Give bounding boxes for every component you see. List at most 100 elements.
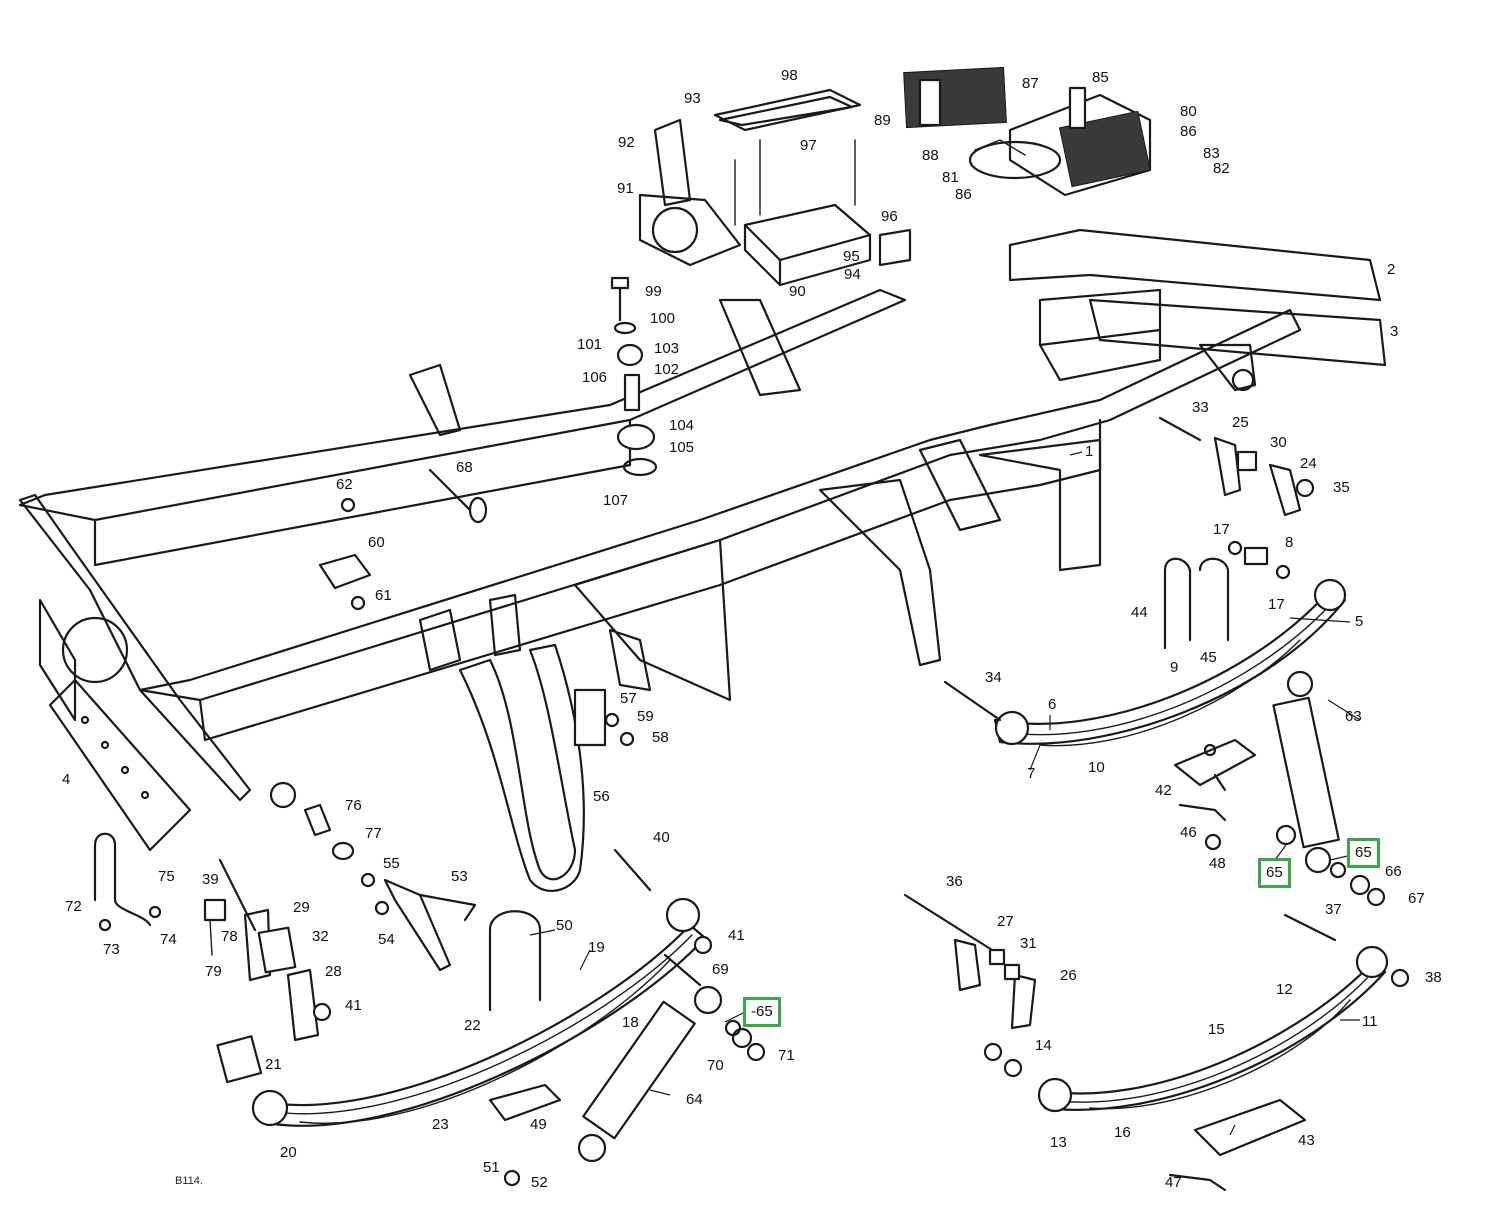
callout-13: 13 [1050,1134,1067,1151]
callout-41-right: 41 [728,927,745,944]
callout-35: 35 [1333,479,1350,496]
callout-65-highlighted-right: 65 [1347,838,1380,868]
callout-100: 100 [650,310,676,327]
callout-32: 32 [312,928,329,945]
callout-69: 69 [712,961,729,978]
callout-41-left: 41 [345,997,362,1014]
callout-15: 15 [1208,1021,1225,1038]
callout-104: 104 [669,417,695,434]
callout-55: 55 [383,855,400,872]
shock-absorber-right [1272,670,1386,907]
callout-27: 27 [997,913,1014,930]
callout-12: 12 [1276,981,1293,998]
callout-90: 90 [789,283,806,300]
callout-4: 4 [62,771,71,788]
callout-78: 78 [221,928,238,945]
callout-95: 95 [843,248,860,265]
callout-71: 71 [778,1047,795,1064]
left-spring [216,848,713,1187]
callout-79: 79 [205,963,222,980]
callout-62: 62 [336,476,353,493]
callout-66: 66 [1385,863,1402,880]
callout-52: 52 [531,1174,548,1191]
callout-47: 47 [1165,1174,1182,1191]
callout-48: 48 [1209,855,1226,872]
callout-42: 42 [1155,782,1172,799]
callout-59: 59 [637,708,654,725]
callout-30: 30 [1270,434,1287,451]
callout-63: 63 [1345,708,1362,725]
callout-81: 81 [942,169,959,186]
rear-right-spring [903,893,1410,1192]
callout-77: 77 [365,825,382,842]
body-mount-hardware [610,276,658,477]
callout-21: 21 [265,1056,282,1073]
callout-9: 9 [1170,659,1179,676]
callout-33: 33 [1192,399,1209,416]
callout-61: 61 [375,587,392,604]
callout-94: 94 [844,266,861,283]
callout-98: 98 [781,67,798,84]
callout-53: 53 [451,868,468,885]
callout-18: 18 [622,1014,639,1031]
callout-46: 46 [1180,824,1197,841]
callout-16: 16 [1114,1124,1131,1141]
callout-25: 25 [1232,414,1249,431]
callout-2: 2 [1387,261,1396,278]
callout-23: 23 [432,1116,449,1133]
callout-99: 99 [645,283,662,300]
plate-code: B114. [175,1175,203,1187]
callout-19: 19 [588,939,605,956]
callout-67: 67 [1408,890,1425,907]
callout-1: 1 [1085,443,1094,460]
callout-102: 102 [654,361,680,378]
callout-68: 68 [456,459,473,476]
callout-49: 49 [530,1116,547,1133]
callout-17-upper: 17 [1213,521,1230,538]
callout-31: 31 [1020,935,1037,952]
callout-93: 93 [684,90,701,107]
callout-101: 101 [577,336,603,353]
callout-58: 58 [652,729,669,746]
rear-bracket-assembly [903,66,1152,197]
callout-39: 39 [202,871,219,888]
callout-57: 57 [620,690,637,707]
callout-8: 8 [1285,534,1294,551]
callout-54: 54 [378,931,395,948]
callout-38: 38 [1425,969,1442,986]
chassis-frame [18,228,1387,809]
callout-24: 24 [1300,455,1317,472]
front-right-spring [943,540,1347,747]
spring-clip-plate-right [1173,738,1257,851]
callout-7: 7 [1027,765,1036,782]
callout-50: 50 [556,917,573,934]
left-shackles [93,803,355,1042]
callout-65-highlighted-lower: -65 [743,997,781,1027]
callout-56: 56 [593,788,610,805]
callout-85: 85 [1092,69,1109,86]
callout-103: 103 [654,340,680,357]
callout-6: 6 [1048,696,1057,713]
callout-86-upper: 86 [1180,123,1197,140]
callout-44: 44 [1131,604,1148,621]
callout-65-highlighted-left: 65 [1258,858,1291,888]
callout-89: 89 [874,112,891,129]
callout-43: 43 [1298,1132,1315,1149]
callout-45: 45 [1200,649,1217,666]
callout-107: 107 [603,492,629,509]
callout-10: 10 [1088,759,1105,776]
callout-105: 105 [669,439,695,456]
callout-20: 20 [280,1144,297,1161]
callout-70: 70 [707,1057,724,1074]
front-bracket [48,678,192,852]
callout-75: 75 [158,868,175,885]
callout-11: 11 [1362,1013,1378,1030]
callout-64: 64 [686,1091,703,1108]
callout-60: 60 [368,534,385,551]
callout-29: 29 [293,899,310,916]
callout-73: 73 [103,941,120,958]
callout-76: 76 [345,797,362,814]
callout-74: 74 [160,931,177,948]
